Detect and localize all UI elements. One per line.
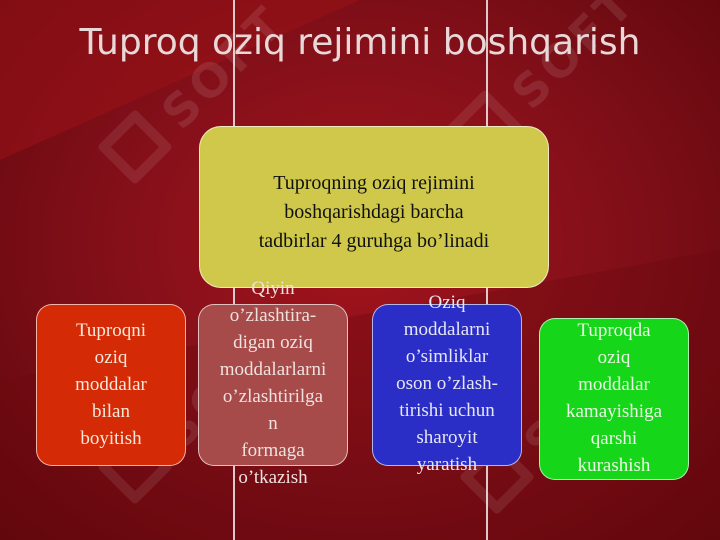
slide-title: Tuproq oziq rejimini boshqarish [79,22,641,63]
group-box-2: Qiyin o’zlashtira- digan oziq moddalarla… [198,278,348,488]
group-label-2: Qiyin o’zlashtira- digan oziq moddalarla… [219,278,327,488]
group-label-3: Oziq moddalarni o’simliklar oson o’zlash… [396,292,498,475]
main-statement-box: Tuproqning oziq rejimini boshqarishdagi … [199,126,549,288]
group-label-1: Tuproqni oziq moddalar bilan boyitish [75,320,147,449]
group-box-1: Tuproqni oziq moddalar bilan boyitish [36,304,186,466]
group-box-4: Tuproqda oziq moddalar kamayishiga qarsh… [539,318,689,480]
group-box-3: Oziq moddalarni o’simliklar oson o’zlash… [372,292,522,475]
main-statement-text: Tuproqning oziq rejimini boshqarishdagi … [258,172,490,252]
group-label-4: Tuproqda oziq moddalar kamayishiga qarsh… [565,320,663,476]
